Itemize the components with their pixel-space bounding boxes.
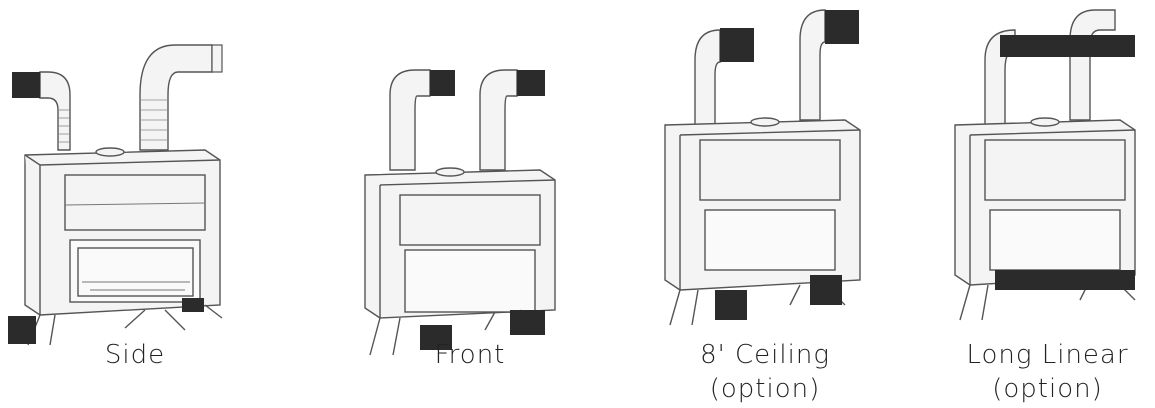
caption-side: Side [104, 340, 166, 370]
caption-ceiling-line1: 8' Ceiling [700, 340, 830, 370]
fireplace-side-drawing [8, 44, 223, 346]
caption-ceiling-line2: (option) [709, 374, 821, 404]
front-top-grille-1 [430, 70, 455, 96]
linear-bottom-grille [995, 270, 1135, 290]
caption-front: Front [434, 340, 506, 370]
ceil-bottom-grille-1 [715, 290, 747, 320]
diagram-8ft-ceiling: 8' Ceiling (option) [650, 0, 880, 408]
ceil-top-grille-2 [825, 10, 859, 44]
caption-linear-line2: (option) [992, 374, 1103, 404]
fireplace-linear-drawing [954, 9, 1136, 321]
side-bottom-grille [8, 316, 36, 344]
fireplace-ceiling-drawing [664, 9, 861, 326]
ceil-bottom-grille-2 [810, 275, 842, 305]
front-top-grille-2 [517, 70, 545, 96]
front-bottom-grille-1 [420, 325, 452, 350]
fireplace-front-drawing [364, 69, 556, 356]
linear-top-grille [1000, 35, 1135, 57]
front-bottom-grille-2 [510, 310, 545, 335]
caption-linear-line1: Long Linear [966, 340, 1129, 370]
ceil-top-grille-1 [720, 28, 754, 62]
diagram-long-linear: Long Linear (option) [940, 0, 1155, 408]
diagram-front: Front [345, 0, 595, 408]
side-vent-grille [12, 72, 40, 98]
diagram-side: Side [0, 0, 270, 408]
